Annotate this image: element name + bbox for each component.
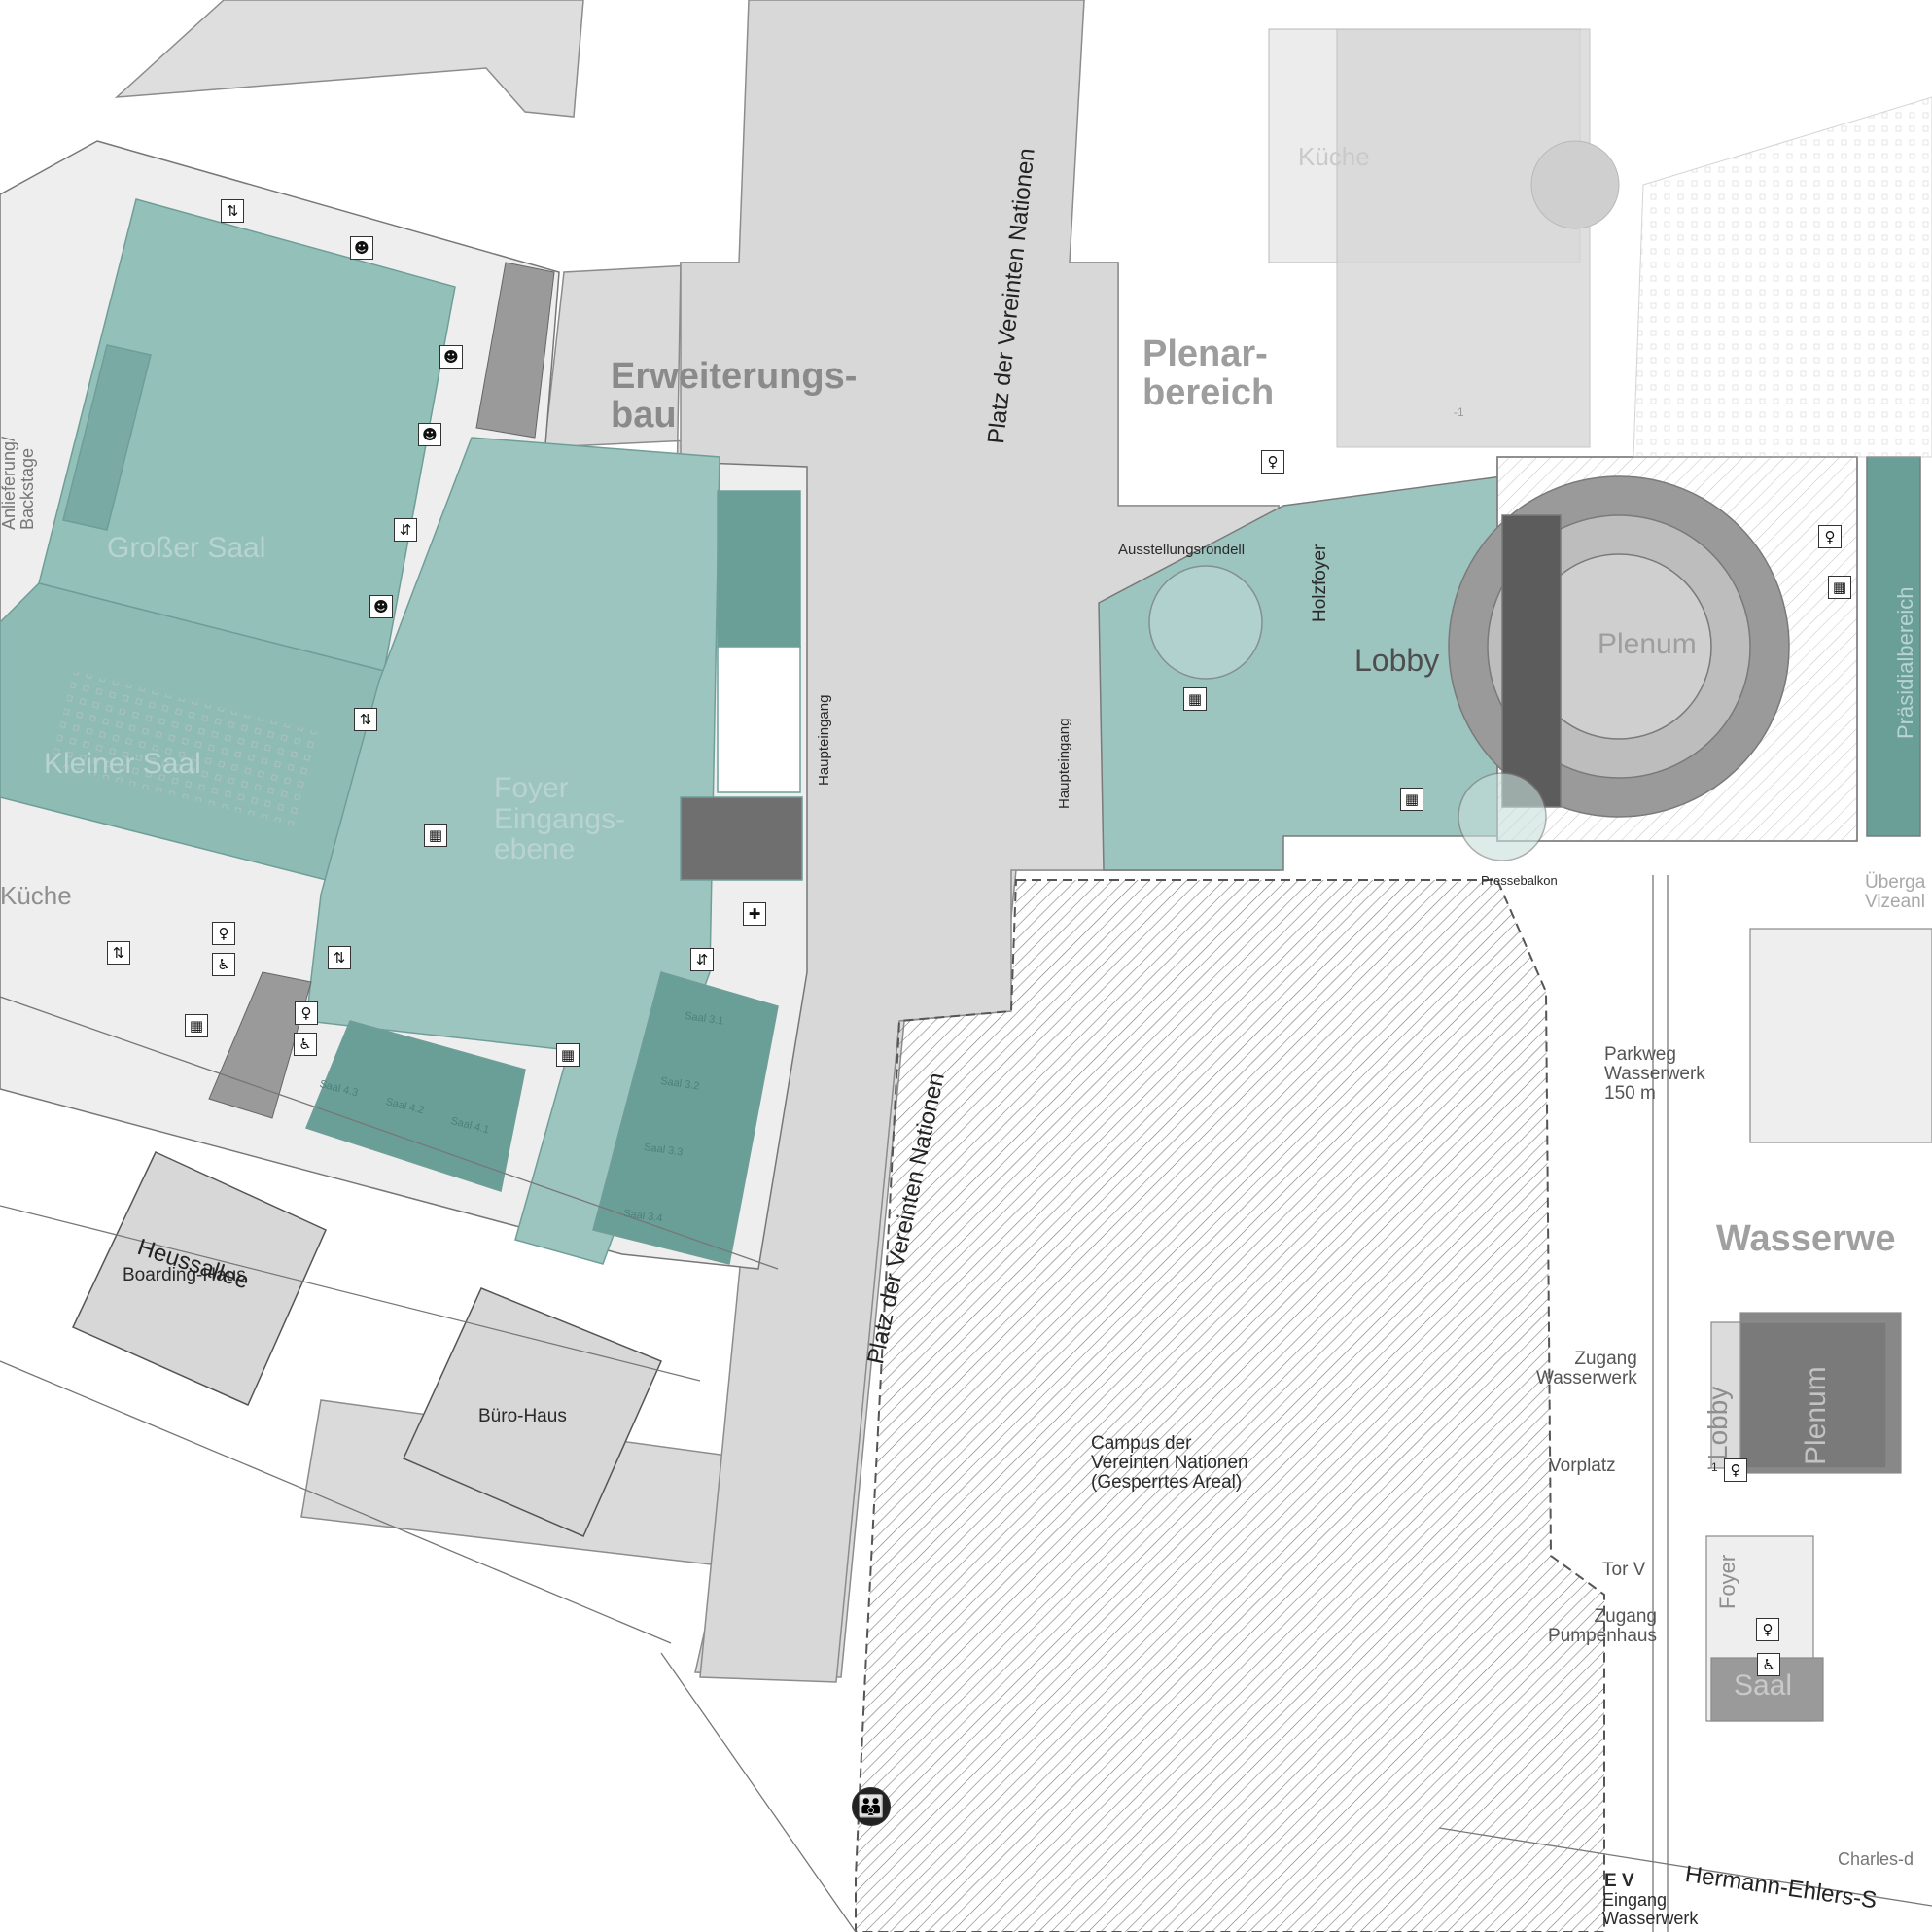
plenarbereich-block — [1268, 28, 1932, 458]
wheelchair-icon: ♿ — [294, 1033, 317, 1056]
label-boarding-haus: Boarding-Haus — [123, 1265, 246, 1285]
praesidialbereich-area — [1866, 456, 1921, 837]
campus-gesperrt — [855, 879, 1605, 1932]
label-pressebalkon: Pressebalkon — [1481, 873, 1558, 888]
elevator-icon: ⇅ — [328, 946, 351, 969]
elevator-icon: ⇅ — [221, 199, 244, 223]
label-plenum: Plenum — [1598, 628, 1697, 660]
dark-block — [680, 796, 803, 881]
label-praesidialbereich: Präsidialbereich — [1893, 586, 1917, 739]
elevator-icon: ⇅ — [107, 941, 130, 965]
label-lobby: Lobby — [1354, 643, 1440, 678]
foyer-area — [305, 437, 720, 1265]
teal-halls — [0, 198, 803, 1265]
right-wing-area — [717, 490, 801, 648]
saal-3-area — [592, 971, 779, 1265]
label-kueche-left: Küche — [0, 881, 72, 910]
wheelchair-icon: ♿ — [1757, 1653, 1780, 1676]
toilet-icon: ♀ — [1818, 525, 1842, 548]
boarding-haus-shape — [71, 1151, 327, 1406]
label-ev: E V — [1604, 1871, 1634, 1891]
label-zugang-wasserwerk: Zugang Wasserwerk — [1536, 1349, 1637, 1388]
street-charles: Charles-d — [1838, 1849, 1914, 1869]
parent-child-icon: 👪 — [852, 1787, 891, 1826]
elevator-icon: ▦ — [1828, 576, 1851, 599]
label-holzfoyer: Holzfoyer — [1310, 544, 1330, 622]
elevator-icon: ▦ — [1400, 788, 1423, 811]
plenar-complex — [1098, 456, 1921, 871]
label-level-minus1-a: -1 — [1454, 405, 1464, 419]
label-kleiner-saal: Kleiner Saal — [44, 748, 201, 780]
wheelchair-icon: ♿ — [212, 953, 235, 976]
label-anlieferung: Anlieferung/ Backstage — [0, 436, 37, 530]
label-haupteingang-left: Haupteingang — [816, 694, 832, 786]
label-campus: Campus der Vereinten Nationen (Gesperrte… — [1091, 1433, 1248, 1493]
label-wasserwerk: Wasserwe — [1716, 1218, 1896, 1259]
toilet-icon: ♀ — [1261, 450, 1284, 474]
label-tor-v: Tor V — [1602, 1560, 1646, 1580]
buehne-area — [62, 344, 152, 531]
wasserwerk-complex — [1705, 928, 1932, 1722]
label-ww-lobby: Lobby — [1703, 1386, 1733, 1460]
speech-icon: ☻ — [418, 423, 441, 446]
label-parkweg: Parkweg Wasserwerk 150 m — [1604, 1044, 1705, 1104]
path-lines — [0, 875, 1932, 1932]
label-ww-foyer: Foyer — [1715, 1554, 1739, 1609]
speech-icon: ☻ — [350, 236, 373, 260]
label-level-minus1-b: -1 — [1707, 1460, 1718, 1474]
elevator-icon: ▦ — [185, 1014, 208, 1037]
elevator-icon: ▦ — [1183, 687, 1207, 711]
elevator-icon: ▦ — [424, 824, 447, 847]
elevator-icon: ▦ — [556, 1043, 580, 1067]
label-foyer: Foyer Eingangs- ebene — [494, 772, 626, 865]
toilet-icon: ♀ — [212, 922, 235, 945]
label-ausstellungsrondell: Ausstellungsrondell — [1118, 542, 1246, 558]
label-ww-plenum: Plenum — [1800, 1366, 1832, 1465]
toilet-icon: ♀ — [1756, 1618, 1779, 1641]
label-uebergang: Überga Vizeanl — [1865, 872, 1926, 912]
label-zugang-pumpenhaus: Zugang Pumpenhaus — [1548, 1606, 1657, 1646]
haupteingang-white — [717, 646, 801, 793]
elevator-icon: ⇅ — [354, 708, 377, 731]
small-buildings — [71, 1151, 663, 1537]
label-grosser-saal: Großer Saal — [107, 532, 266, 564]
speech-icon: ☻ — [369, 595, 393, 618]
label-erweiterungsbau: Erweiterungs- bau — [611, 356, 858, 436]
toilet-icon: ♀ — [1724, 1458, 1747, 1482]
first-aid-icon: ✚ — [743, 902, 766, 926]
stairs-icon: ⇵ — [394, 518, 417, 542]
label-vorplatz: Vorplatz — [1549, 1456, 1616, 1476]
label-haupteingang-right: Haupteingang — [1056, 718, 1072, 809]
label-eingang-wasserwerk: Eingang Wasserwerk — [1602, 1890, 1699, 1928]
kleiner-saal-seating — [50, 671, 320, 826]
speech-icon: ☻ — [439, 345, 463, 369]
buero-haus-shape — [402, 1287, 663, 1537]
label-plenarbereich: Plenar- bereich — [1142, 334, 1275, 413]
ausstellungsrondell-circle — [1148, 565, 1263, 680]
label-buero-haus: Büro-Haus — [478, 1406, 567, 1426]
stairs-icon: ⇵ — [690, 948, 714, 971]
toilet-icon: ♀ — [295, 1001, 318, 1025]
service-strips — [208, 262, 555, 1119]
saal-4-area — [305, 1020, 526, 1192]
label-kueche-top: Küche — [1298, 142, 1370, 171]
